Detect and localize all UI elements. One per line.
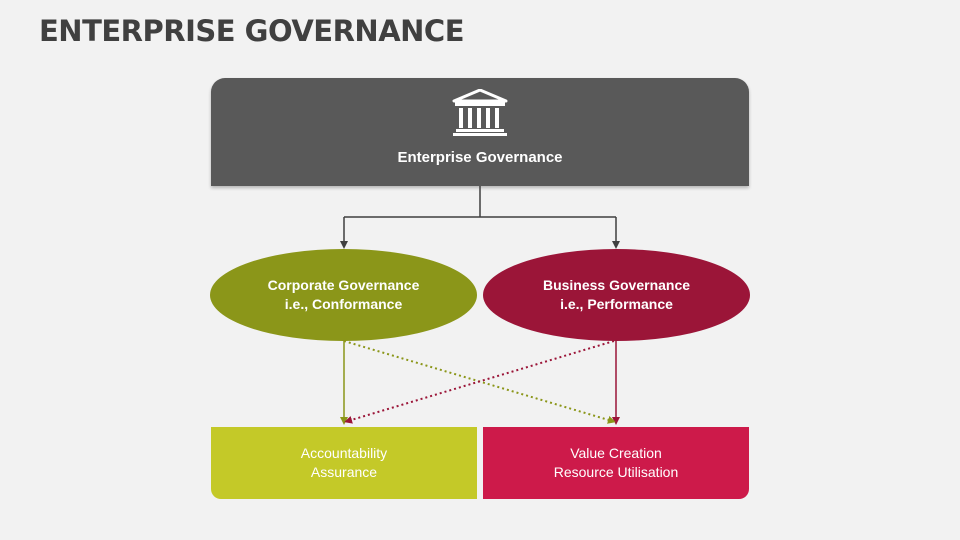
value-creation-label: Value Creation (570, 445, 662, 461)
business-governance-ellipse: Business Governance i.e., Performance (483, 249, 750, 341)
business-governance-label: Business Governance (542, 277, 691, 293)
accountability-assurance-box: Accountability Assurance (211, 427, 477, 499)
conformance-label: i.e., Conformance (284, 296, 403, 312)
enterprise-governance-label: Enterprise Governance (397, 149, 563, 166)
page-title: ENTERPRISE GOVERNANCE (39, 14, 465, 48)
corporate-governance-ellipse: Corporate Governance i.e., Conformance (210, 249, 477, 341)
performance-label: i.e., Performance (560, 296, 673, 312)
value-creation-box: Value Creation Resource Utilisation (483, 427, 749, 499)
resource-utilisation-label: Resource Utilisation (553, 464, 679, 480)
accountability-label: Accountability (300, 445, 388, 461)
corporate-to-value-dotted-arrow (343, 340, 616, 424)
enterprise-governance-box: Enterprise Governance (211, 78, 749, 186)
institution-building-icon (452, 89, 508, 136)
corporate-governance-label: Corporate Governance (267, 277, 420, 293)
business-to-accountability-dotted-arrow (344, 340, 615, 424)
tree-connector (340, 186, 620, 249)
assurance-label: Assurance (310, 464, 378, 480)
